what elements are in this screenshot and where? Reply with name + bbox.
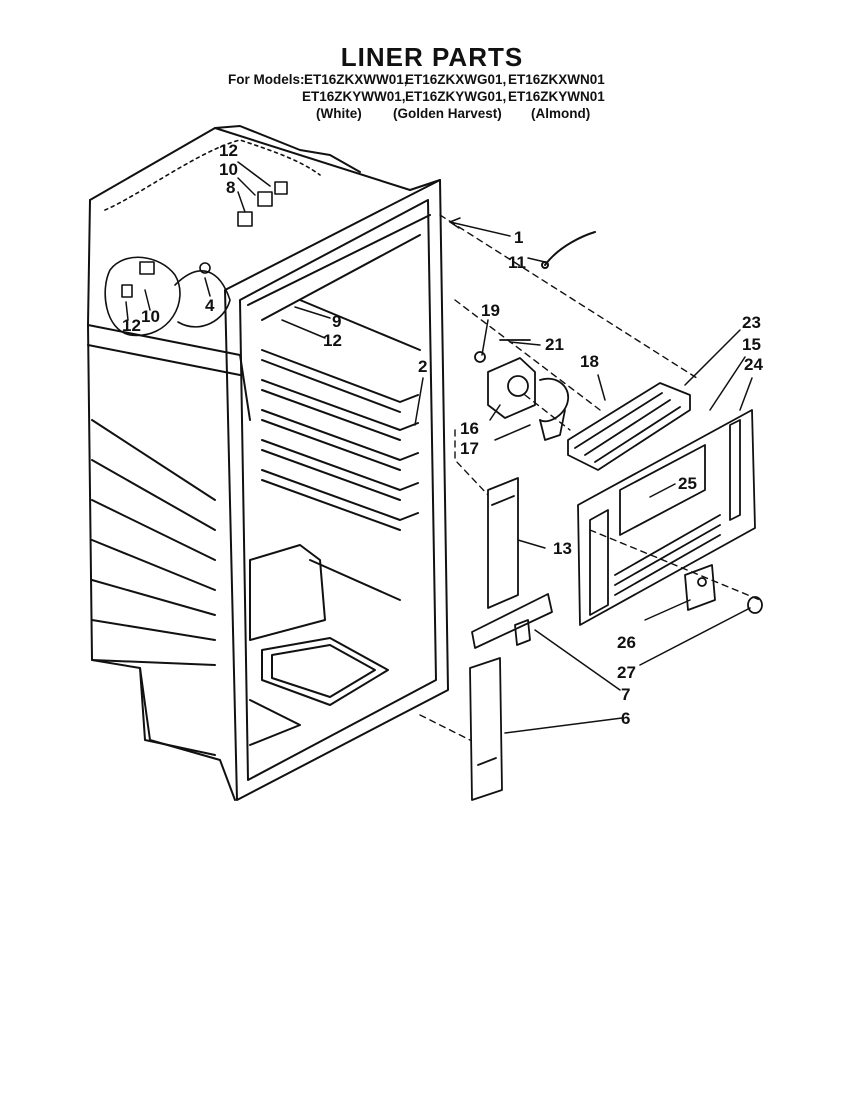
color-golden-harvest: (Golden Harvest) xyxy=(393,106,502,121)
callout-11: 11 xyxy=(508,253,526,272)
callout-12-left: 12 xyxy=(122,316,141,335)
callout-12-mid: 12 xyxy=(323,331,342,350)
duct-cover xyxy=(470,658,502,800)
callout-15: 15 xyxy=(742,335,761,354)
callout-10-top: 10 xyxy=(219,160,238,179)
model-row2-a: ET16ZKYWW01, xyxy=(302,89,406,104)
callout-7: 7 xyxy=(621,685,631,704)
callout-17: 17 xyxy=(460,439,479,458)
wire-harness xyxy=(542,232,595,268)
liner-front-frame xyxy=(225,180,448,800)
color-almond: (Almond) xyxy=(531,106,591,121)
callout-8: 8 xyxy=(226,178,236,197)
model-row2-b: ET16ZKYWG01, xyxy=(405,89,507,104)
callout-23: 23 xyxy=(742,313,761,332)
crisper-area xyxy=(250,545,400,745)
model-row1-c: ET16ZKXWN01 xyxy=(508,72,605,87)
model-row2-c: ET16ZKYWN01 xyxy=(508,89,605,104)
callout-25: 25 xyxy=(678,474,697,493)
callout-4: 4 xyxy=(205,296,215,315)
callout-6: 6 xyxy=(621,709,631,728)
models-prefix: For Models: xyxy=(228,72,305,87)
callout-27: 27 xyxy=(617,663,636,682)
callout-10-left: 10 xyxy=(141,307,160,326)
callout-12-top: 12 xyxy=(219,141,238,160)
model-row1-b: ET16ZKXWG01, xyxy=(405,72,507,87)
callout-9: 9 xyxy=(332,312,342,331)
rear-panel xyxy=(578,410,755,625)
shelf-supports xyxy=(262,300,420,530)
refrigerator-liner xyxy=(88,126,440,800)
callout-1: 1 xyxy=(514,228,524,247)
color-white: (White) xyxy=(316,106,362,121)
fan-motor-assembly xyxy=(475,340,568,440)
air-duct xyxy=(488,478,518,608)
leader-lines xyxy=(126,162,752,733)
callout-24: 24 xyxy=(744,355,763,374)
diagram-title: LINER PARTS xyxy=(340,42,524,72)
callout-21: 21 xyxy=(545,335,564,354)
callout-2: 2 xyxy=(418,357,428,376)
callout-26: 26 xyxy=(617,633,636,652)
bracket-plate xyxy=(685,565,762,613)
model-row1-a: ET16ZKXWW01, xyxy=(304,72,408,87)
evaporator-cover xyxy=(568,383,690,470)
callout-13: 13 xyxy=(553,539,572,558)
callout-19: 19 xyxy=(481,301,500,320)
baffle xyxy=(472,594,552,648)
callout-18: 18 xyxy=(580,352,599,371)
assembly-guide-lines xyxy=(420,215,760,740)
callout-16: 16 xyxy=(460,419,479,438)
